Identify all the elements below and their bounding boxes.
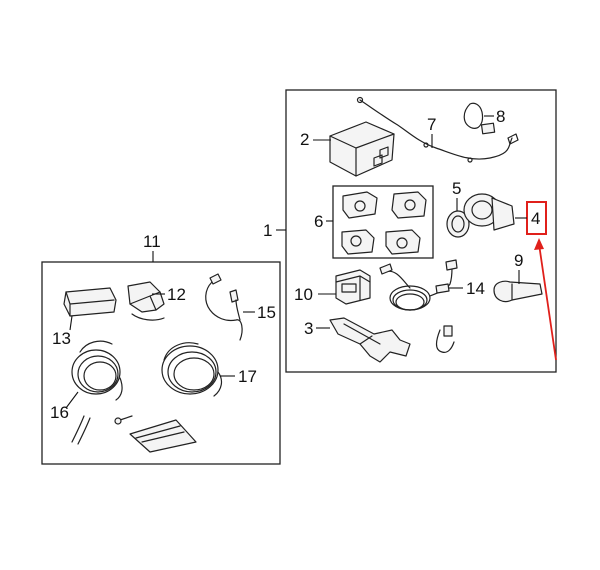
part-4-parking-sensor — [463, 193, 515, 231]
callout-4: 4 — [531, 209, 540, 228]
part-16-coiled-cable — [71, 340, 123, 401]
part-pigtail-small — [435, 325, 455, 353]
part-5-seal-ring — [446, 210, 470, 238]
callout-11: 11 — [143, 232, 161, 251]
part-screw — [114, 415, 133, 425]
callout-15: 15 — [257, 303, 276, 322]
part-9-housing — [493, 280, 543, 303]
part-10-switch — [335, 269, 371, 305]
callout-10: 10 — [294, 285, 313, 304]
callout-3: 3 — [304, 319, 313, 338]
callout-12: 12 — [167, 285, 186, 304]
callout-8: 8 — [496, 107, 505, 126]
callout-5: 5 — [452, 179, 461, 198]
part-12-bracket — [127, 281, 165, 321]
callout-7: 7 — [427, 115, 436, 134]
part-15-harness — [205, 273, 243, 341]
part-7-wiring-harness — [356, 96, 519, 163]
leader-13 — [69, 315, 73, 331]
callout-17: 17 — [238, 367, 257, 386]
callout-6: 6 — [314, 212, 323, 231]
part-instruction-sheets — [129, 419, 197, 453]
highlight-arrow — [534, 238, 557, 361]
part-8-pigtail — [463, 102, 496, 135]
callout-1: 1 — [263, 221, 272, 240]
callout-13: 13 — [52, 329, 71, 348]
callout-2: 2 — [300, 130, 309, 149]
part-17-coiled-cable — [161, 342, 223, 397]
part-hose-piece — [71, 415, 91, 445]
part-14-coiled-harness — [379, 259, 458, 311]
leader-16 — [65, 391, 79, 409]
callout-14: 14 — [466, 279, 485, 298]
callout-9: 9 — [514, 251, 523, 270]
part-3-mounting-bracket — [329, 317, 411, 363]
part-6-brackets — [341, 191, 427, 255]
part-2-control-module — [329, 121, 395, 177]
callout-16: 16 — [50, 403, 69, 422]
part-13-module — [63, 287, 117, 317]
